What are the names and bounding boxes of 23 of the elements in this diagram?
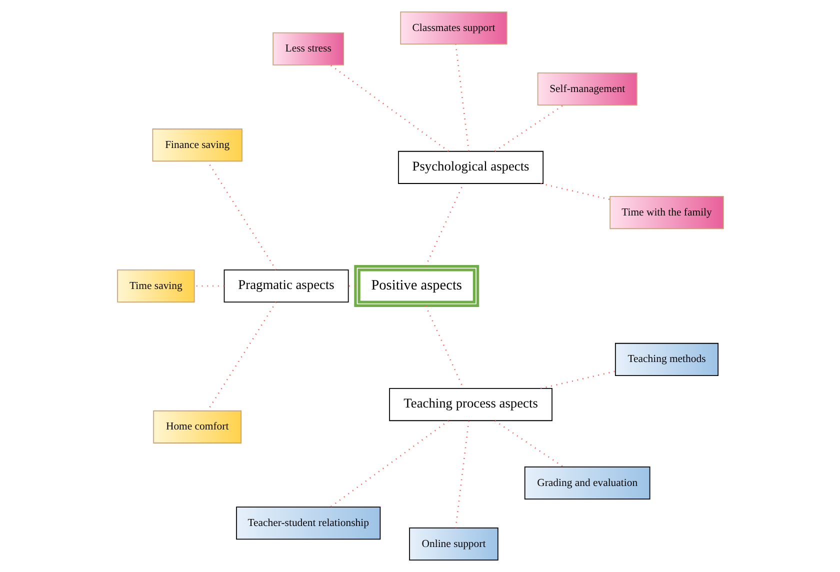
node-box: Self-management (536, 72, 637, 106)
node-box: Grading and evaluation (524, 466, 650, 500)
node-box: Less stress (272, 32, 344, 66)
node-box: Time saving (116, 269, 194, 303)
node-box: Classmates support (400, 11, 507, 44)
node-box: Time with the family (609, 196, 724, 230)
node-box: Teacher-student relationship (236, 506, 380, 540)
node-box: Home comfort (152, 410, 242, 444)
connector (540, 182, 610, 200)
connector (454, 420, 469, 528)
connector (454, 44, 469, 152)
connector (540, 370, 615, 390)
connector (330, 420, 448, 508)
connector (494, 104, 564, 152)
node-box: Pragmatic aspects (223, 269, 348, 303)
connector (494, 420, 564, 468)
connector (330, 64, 448, 152)
node-box: Teaching methods (614, 342, 718, 376)
node-box: Teaching process aspects (388, 388, 552, 422)
node-box: Online support (408, 528, 498, 561)
node-box: Positive aspects (354, 265, 479, 307)
node-box: Psychological aspects (398, 150, 544, 184)
node-box: Finance saving (152, 128, 242, 162)
